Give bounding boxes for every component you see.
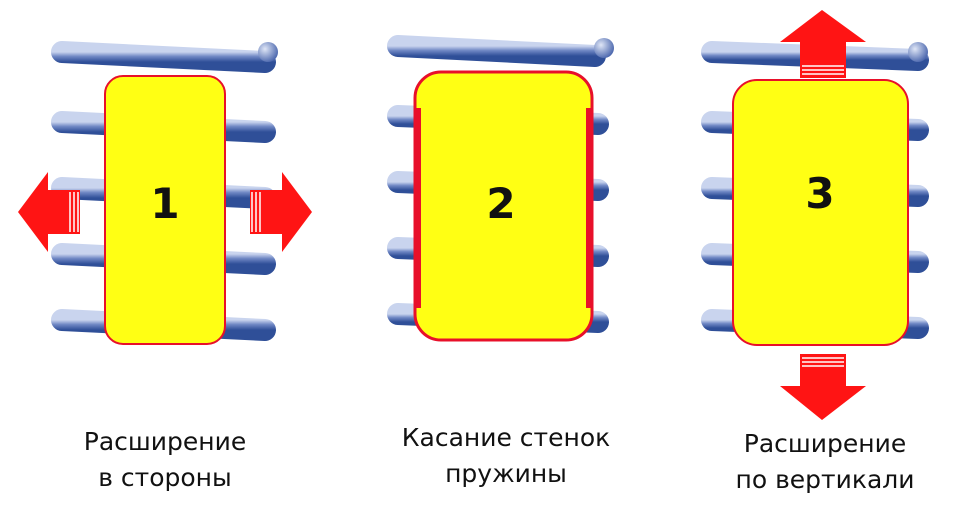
panel-number-3: 3: [805, 169, 834, 218]
rubber-block-3: [732, 79, 909, 346]
caption-3-line-1: Расширение: [743, 429, 907, 458]
panel-number-2: 2: [486, 179, 515, 228]
arrow-up-icon: [780, 10, 866, 78]
arrow-down-icon: [780, 354, 866, 420]
caption-3: Расширение по вертикали: [720, 426, 930, 498]
caption-2: Касание стенок пружины: [388, 420, 624, 492]
caption-1: Расширение в стороны: [60, 424, 270, 496]
arrow-left-icon: [18, 172, 80, 252]
arrow-right-icon: [250, 172, 312, 252]
caption-3-line-2: по вертикали: [735, 465, 915, 494]
panel-3: 3: [701, 10, 929, 420]
caption-2-line-2: пружины: [445, 459, 567, 488]
panel-number-1: 1: [150, 179, 179, 228]
panel-1: 1: [18, 41, 312, 391]
caption-1-line-2: в стороны: [98, 463, 232, 492]
panel-2: 2: [387, 35, 614, 386]
caption-1-line-1: Расширение: [83, 427, 247, 456]
rubber-block-1: [104, 75, 226, 345]
caption-2-line-1: Касание стенок: [401, 423, 611, 452]
